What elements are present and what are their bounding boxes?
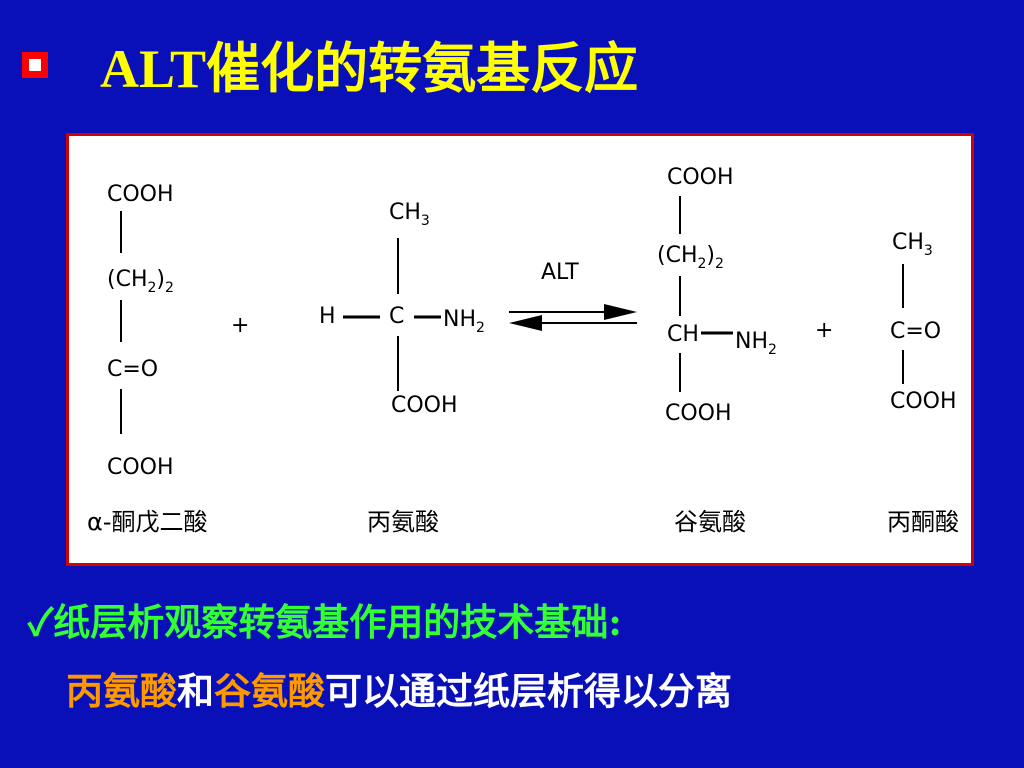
- akg-carbonyl: C=O: [107, 357, 158, 382]
- glu-amino: NH2: [735, 329, 777, 358]
- reverse-arrowhead-icon: [509, 315, 542, 331]
- alpha-ketoglutarate-structure: COOH (CH2)2 C=O COOH α-酮戊二酸: [87, 182, 207, 536]
- akg-ch2-group: (CH2)2: [107, 267, 174, 296]
- pyruvate-name-label: 丙酮酸: [887, 508, 959, 536]
- and-text: 和: [177, 669, 214, 713]
- glu-alpha-ch: CH: [667, 322, 699, 347]
- pyruvate-structure: CH3 C=O COOH 丙酮酸: [887, 230, 959, 536]
- plus-sign-right: +: [815, 318, 833, 343]
- glutamate-name-label: 谷氨酸: [674, 508, 746, 536]
- checkmark-icon: ✓: [28, 600, 54, 644]
- enzyme-label: ALT: [541, 260, 579, 285]
- alanine-structure: CH3 H C NH2 COOH 丙氨酸: [319, 200, 485, 536]
- ala-cooh: COOH: [391, 393, 458, 418]
- glu-cooh-top: COOH: [667, 165, 734, 190]
- akg-cooh-bottom: COOH: [107, 455, 174, 480]
- plus-sign-left: +: [231, 313, 249, 338]
- technique-note-text: 纸层析观察转氨基作用的技术基础:: [53, 600, 622, 644]
- forward-arrowhead-icon: [604, 304, 637, 320]
- ala-amino: NH2: [443, 307, 485, 336]
- separation-note-line: 丙氨酸和谷氨酸可以通过纸层析得以分离: [66, 666, 732, 716]
- equilibrium-arrows: ALT: [509, 260, 637, 331]
- ala-hydrogen: H: [319, 304, 336, 329]
- pyr-ch3: CH3: [892, 230, 933, 259]
- akg-cooh-top: COOH: [107, 182, 174, 207]
- title-bullet-icon: [22, 52, 48, 78]
- akg-name-label: α-酮戊二酸: [87, 508, 207, 536]
- alanine-name-label: 丙氨酸: [367, 508, 439, 536]
- alanine-highlight: 丙氨酸: [66, 669, 177, 713]
- slide-title: ALT催化的转氨基反应: [100, 39, 639, 99]
- separation-note-text: 可以通过纸层析得以分离: [325, 669, 732, 713]
- glutamate-structure: COOH (CH2)2 CH NH2 COOH 谷氨酸: [657, 165, 777, 536]
- glu-cooh-bottom: COOH: [665, 401, 732, 426]
- ala-ch3: CH3: [389, 200, 430, 229]
- reaction-diagram: COOH (CH2)2 C=O COOH α-酮戊二酸 + CH3 H C NH…: [87, 165, 959, 536]
- technique-note-line: ✓纸层析观察转氨基作用的技术基础:: [28, 598, 622, 646]
- pyr-cooh: COOH: [890, 389, 957, 414]
- reaction-panel: COOH (CH2)2 C=O COOH α-酮戊二酸 + CH3 H C NH…: [66, 133, 974, 566]
- glu-ch2-group: (CH2)2: [657, 243, 724, 272]
- glutamate-highlight: 谷氨酸: [214, 669, 325, 713]
- pyr-carbonyl: C=O: [890, 319, 941, 344]
- ala-alpha-carbon: C: [389, 304, 404, 329]
